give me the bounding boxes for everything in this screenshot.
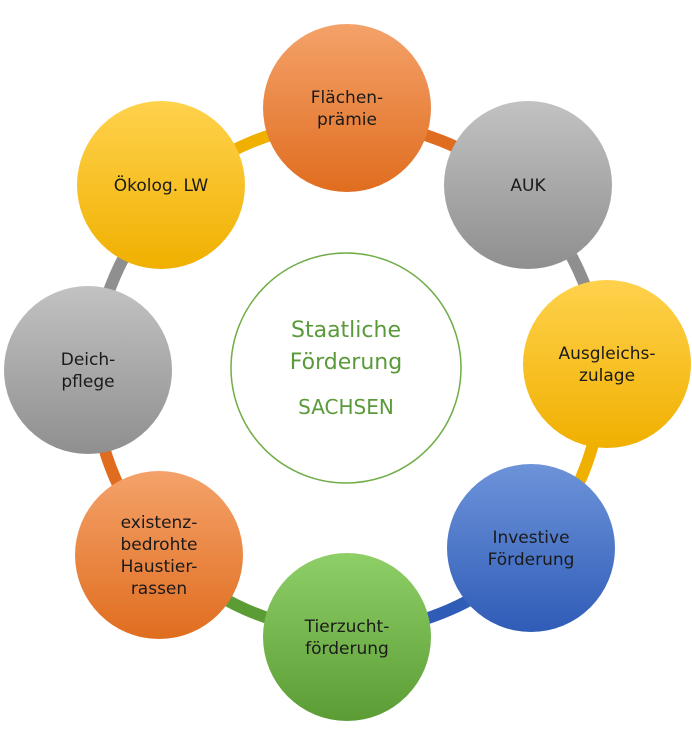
node-label-line: pflege bbox=[61, 372, 114, 392]
node-label-line: förderung bbox=[305, 639, 389, 659]
cycle-node: Ausgleichs-zulage bbox=[523, 280, 691, 448]
node-label-line: rassen bbox=[131, 579, 187, 599]
node-label-line: Deich- bbox=[61, 350, 116, 370]
node-label-line: existenz- bbox=[121, 513, 198, 533]
cycle-node: Ökolog. LW bbox=[77, 101, 245, 269]
node-circle bbox=[523, 280, 691, 448]
center-title-line3: SACHSEN bbox=[298, 395, 394, 419]
node-label-line: AUK bbox=[510, 176, 546, 196]
node-circle bbox=[75, 471, 243, 639]
node-circle bbox=[4, 286, 172, 454]
node-circle bbox=[447, 464, 615, 632]
node-label-line: Investive bbox=[492, 528, 569, 548]
node-label-line: prämie bbox=[317, 110, 377, 130]
node-label-line: Förderung bbox=[488, 550, 575, 570]
node-circle bbox=[77, 101, 245, 269]
cycle-node: Deich-pflege bbox=[4, 286, 172, 454]
center-title-line1: Staatliche bbox=[291, 318, 401, 343]
cycle-node: Flächen-prämie bbox=[263, 24, 431, 192]
center-circle: Staatliche Förderung SACHSEN bbox=[230, 252, 462, 484]
node-label-line: bedrohte bbox=[121, 535, 198, 555]
node-circle bbox=[444, 101, 612, 269]
cycle-node: AUK bbox=[444, 101, 612, 269]
node-label-line: Ausgleichs- bbox=[558, 344, 655, 364]
cycle-nodes: Flächen-prämieAUKAusgleichs-zulageInvest… bbox=[4, 24, 691, 721]
node-label-line: Tierzucht- bbox=[304, 617, 390, 637]
node-label-line: Haustier- bbox=[121, 557, 198, 577]
node-label-line: zulage bbox=[579, 366, 635, 386]
node-circle bbox=[263, 553, 431, 721]
center-outline bbox=[230, 252, 462, 484]
cycle-node: Tierzucht-förderung bbox=[263, 553, 431, 721]
center-title-line2: Förderung bbox=[290, 350, 402, 375]
node-label-line: Ökolog. LW bbox=[114, 174, 209, 196]
node-label-line: Flächen- bbox=[311, 88, 383, 108]
node-circle bbox=[263, 24, 431, 192]
